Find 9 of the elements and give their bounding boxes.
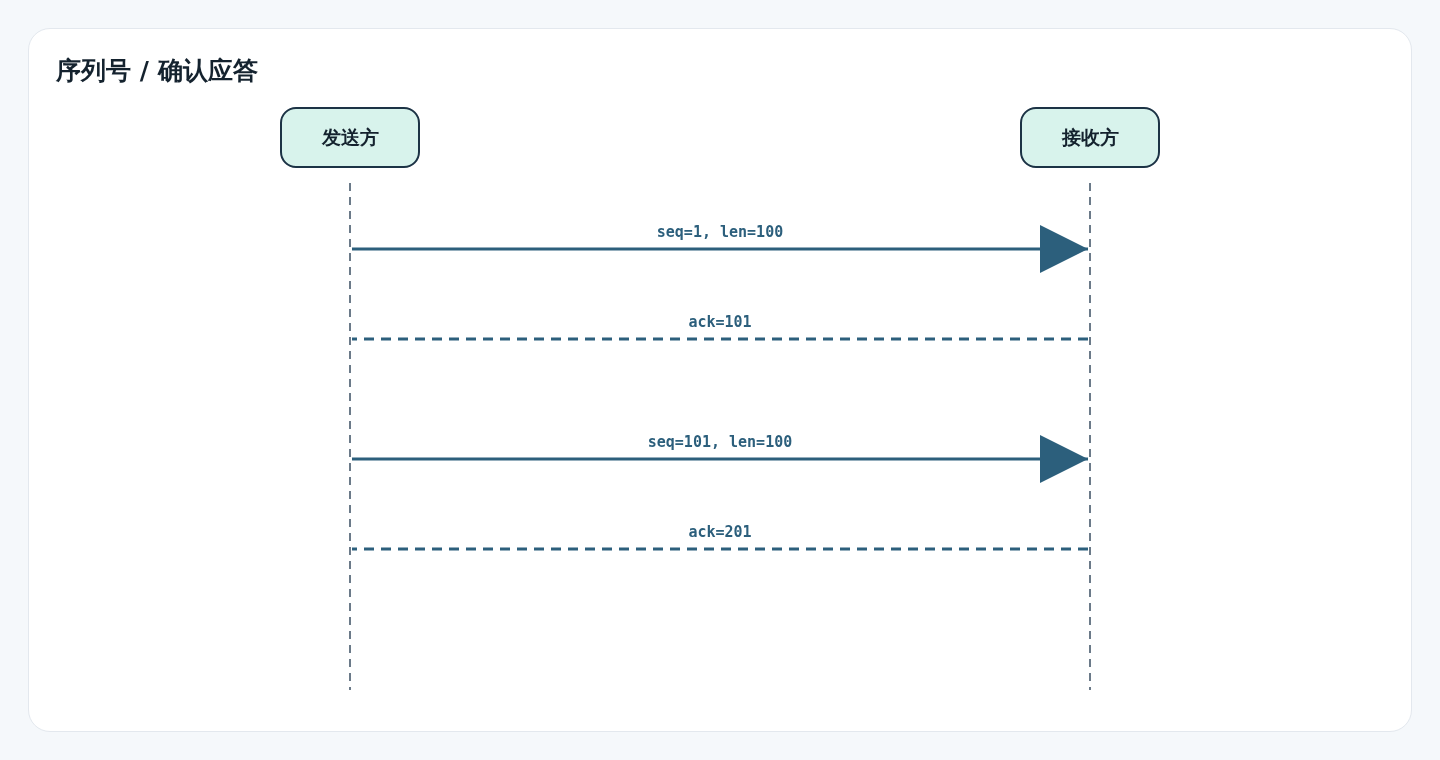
- participant-box: 发送方: [280, 107, 420, 168]
- diagram-title: 序列号 / 确认应答: [56, 55, 258, 87]
- participant-box: 接收方: [1020, 107, 1160, 168]
- arrow: [352, 435, 1088, 483]
- dashed-line: [352, 547, 1088, 551]
- lifeline: [1088, 183, 1092, 690]
- arrow: [352, 225, 1088, 273]
- dashed-line: [352, 337, 1088, 341]
- lifeline: [348, 183, 352, 690]
